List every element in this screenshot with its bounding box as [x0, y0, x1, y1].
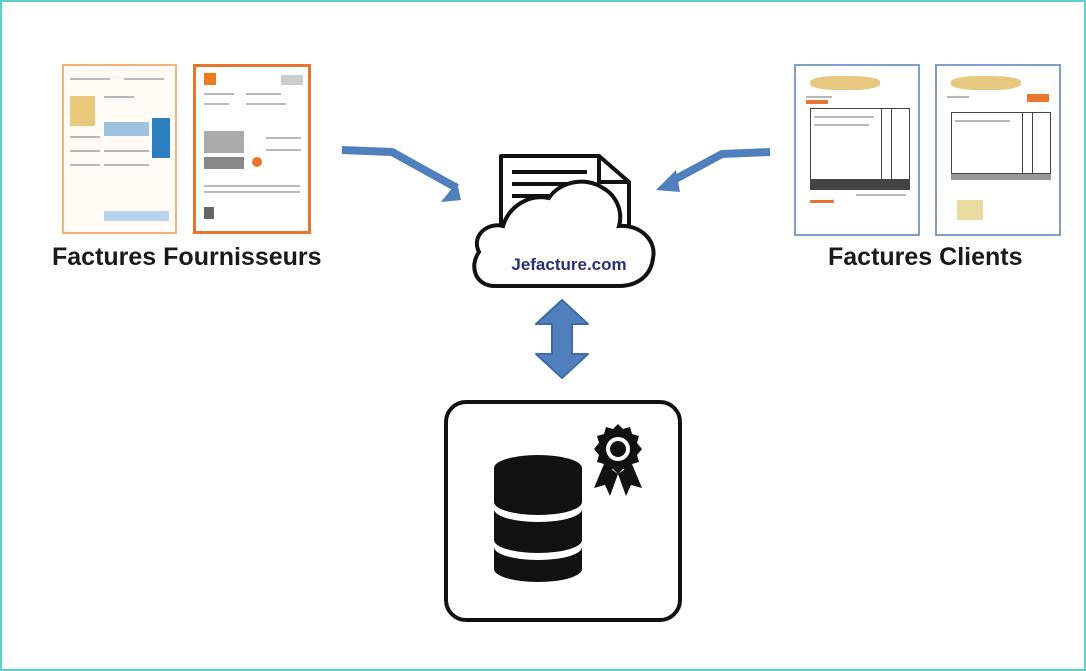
certificate-ribbon-icon — [594, 424, 642, 496]
database-archive-box — [444, 400, 682, 622]
supplier-invoice-thumbnail-2 — [193, 64, 311, 234]
client-invoice-thumbnail-1 — [794, 64, 920, 236]
arrow-from-client-icon — [656, 148, 771, 192]
double-arrow-icon — [535, 299, 589, 379]
supplier-invoices-label: Factures Fournisseurs — [52, 243, 322, 271]
client-invoices-label: Factures Clients — [828, 243, 1023, 271]
supplier-invoice-thumbnail-1 — [62, 64, 177, 234]
cloud-service-label: Jefacture.com — [511, 255, 627, 274]
database-icon — [494, 455, 582, 582]
client-invoice-thumbnail-2 — [935, 64, 1061, 236]
cloud-document-icon — [472, 154, 656, 288]
arrow-from-supplier-icon — [341, 146, 461, 202]
